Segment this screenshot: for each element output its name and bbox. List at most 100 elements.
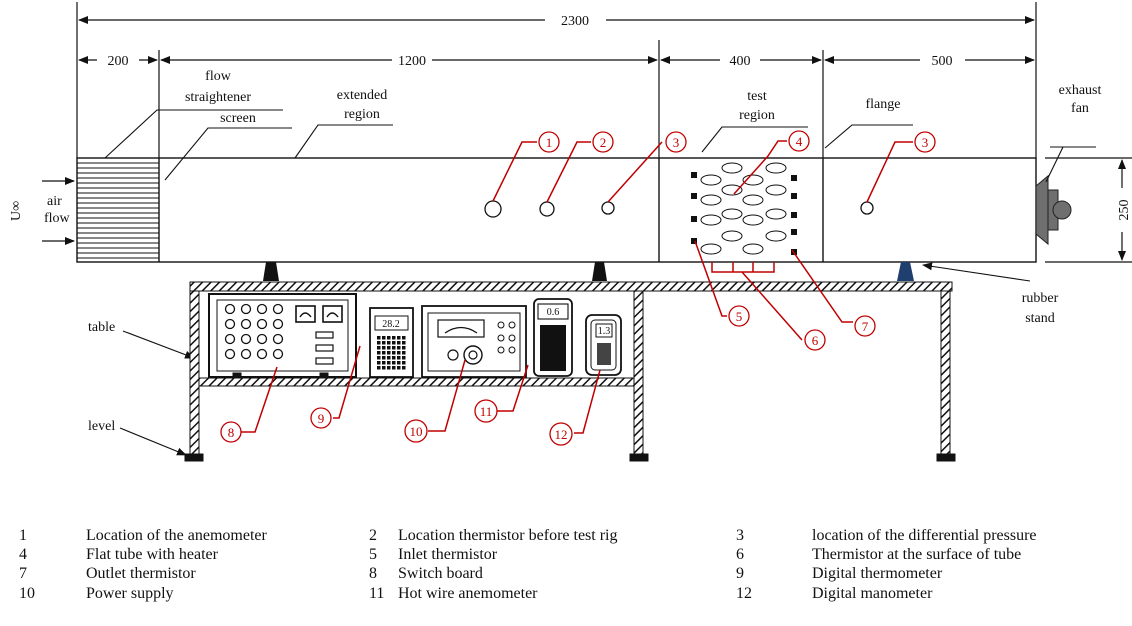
callout-3a: 3: [673, 135, 680, 150]
switch-indicator: [272, 348, 284, 360]
keypad-dot: [397, 361, 401, 365]
legend-text: Outlet thermistor: [86, 565, 196, 582]
outlet-thermistor-dot: [791, 175, 797, 181]
free-stream-velocity-label: U∞: [9, 201, 24, 221]
keypad-dot: [377, 366, 381, 370]
keypad-dot: [397, 356, 401, 360]
flat-tube: [721, 162, 743, 174]
power-button: [497, 346, 505, 354]
keypad-dot: [377, 336, 381, 340]
keypad-dot: [402, 341, 406, 345]
rubber-stand-label-1: rubber: [1022, 291, 1059, 306]
switch-indicator: [224, 333, 236, 345]
anemometer-reading: 0.6: [547, 307, 560, 318]
flat-tube: [700, 174, 722, 186]
flat-tube: [742, 243, 764, 255]
probe-anemometer: [484, 200, 502, 218]
keypad-dot: [387, 336, 391, 340]
callout-leaders: [241, 140, 913, 434]
keypad-dot: [397, 336, 401, 340]
switch-indicator: [272, 333, 284, 345]
dim-inlet: 200: [108, 54, 129, 69]
switch-indicator: [240, 318, 252, 330]
exhaust-fan-label-2: fan: [1071, 101, 1089, 116]
flat-tube: [700, 194, 722, 206]
probe-pressure-a: [601, 201, 615, 215]
flat-tube: [765, 162, 787, 174]
dim-height: 250: [1117, 200, 1132, 221]
legend-num: 10: [19, 585, 35, 602]
legend-text: Location of the anemometer: [86, 527, 267, 544]
callout-9: 9: [318, 411, 325, 426]
flow-straightener-label-1: flow: [205, 69, 232, 84]
legend-text: Switch board: [398, 565, 483, 582]
keypad-dot: [402, 336, 406, 340]
dim-total: 2300: [561, 14, 589, 29]
keypad-dot: [382, 366, 386, 370]
air-label: air: [47, 194, 62, 209]
legend-row: 10 Power supply 11 Hot wire anemometer 1…: [0, 585, 1132, 605]
outlet-thermistor-dot: [791, 212, 797, 218]
extended-region-label-1: extended: [337, 88, 388, 103]
callout-7: 7: [862, 319, 869, 334]
table-label: table: [88, 320, 115, 335]
callout-circles: [220, 130, 936, 446]
keypad-dot: [392, 336, 396, 340]
flat-tube: [700, 243, 722, 255]
keypad-dot: [397, 351, 401, 355]
legend-num: 3: [736, 527, 744, 544]
keypad-dot: [402, 351, 406, 355]
callout-6: 6: [812, 333, 819, 348]
keypad-dot: [382, 356, 386, 360]
keypad-dot: [382, 341, 386, 345]
keypad-dot: [392, 361, 396, 365]
inlet-thermistor-dot: [691, 238, 697, 244]
outlet-thermistor-dot: [791, 193, 797, 199]
legend-text: Digital thermometer: [812, 565, 943, 582]
switch-indicator: [256, 333, 268, 345]
power-button: [497, 321, 505, 329]
flat-tube: [721, 208, 743, 220]
legend-row: 1 Location of the anemometer 2 Location …: [0, 527, 1132, 547]
switch-indicator: [224, 348, 236, 360]
keypad-dot: [382, 351, 386, 355]
inlet-thermistor-dot: [691, 172, 697, 178]
switch-indicator: [240, 303, 252, 315]
legend-num: 9: [736, 565, 744, 582]
keypad-dot: [387, 351, 391, 355]
keypad-dot: [382, 336, 386, 340]
legend-text: Digital manometer: [812, 585, 933, 602]
flow-straightener-label-2: straightener: [185, 90, 251, 105]
digital-manometer: [585, 314, 622, 376]
legend-num: 7: [19, 565, 27, 582]
dim-extended: 1200: [398, 54, 426, 69]
keypad-dot: [387, 346, 391, 350]
legend-row: 4 Flat tube with heater 5 Inlet thermist…: [0, 546, 1132, 566]
test-region-label-2: region: [739, 108, 775, 123]
keypad-dot: [382, 346, 386, 350]
callout-8: 8: [228, 425, 235, 440]
extended-region-label-2: region: [344, 107, 380, 122]
manometer-reading: 1.3: [598, 326, 611, 337]
keypad-dot: [392, 351, 396, 355]
flat-tube: [765, 230, 787, 242]
keypad-dot: [402, 346, 406, 350]
table-frame: [184, 281, 956, 462]
callout-12: 12: [555, 427, 568, 442]
callout-2: 2: [600, 135, 607, 150]
flat-tube-bank: [700, 162, 787, 255]
flat-tube: [742, 194, 764, 206]
switch-indicator: [256, 348, 268, 360]
keypad-dot: [402, 366, 406, 370]
probe-thermistor-before: [539, 201, 555, 217]
flat-tube: [742, 214, 764, 226]
inlet-thermistor-dot: [691, 193, 697, 199]
callout-5: 5: [736, 309, 743, 324]
keypad-dot: [382, 361, 386, 365]
callout-3b: 3: [922, 135, 929, 150]
keypad-dot: [397, 346, 401, 350]
keypad-dot: [387, 341, 391, 345]
rubber-stand-label-2: stand: [1025, 311, 1055, 326]
air-flow-arrows: [42, 177, 75, 245]
tunnel-supports: [263, 262, 914, 281]
